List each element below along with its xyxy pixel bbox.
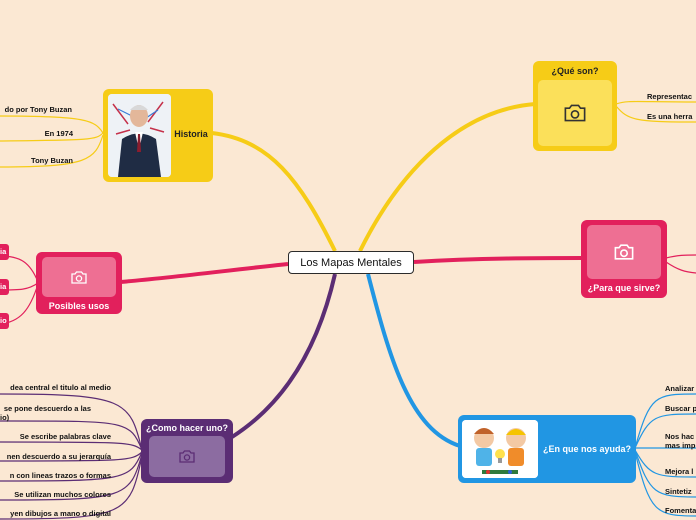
ayuda-leaf-7[interactable]: Fomenta xyxy=(665,506,696,515)
como-leaf-1[interactable]: dea central el titulo al medio xyxy=(10,383,111,392)
link-posibles xyxy=(119,262,289,284)
ayuda-leaf-1[interactable]: Analizar xyxy=(665,384,695,393)
posibles-leaf-3[interactable]: io xyxy=(0,313,9,329)
como-hacer-node[interactable]: ¿Como hacer uno? xyxy=(141,419,233,483)
historia-leaf-2[interactable]: En 1974 xyxy=(44,129,73,138)
como-leaf-5[interactable]: nen descuerdo a su jerarquía xyxy=(6,452,111,461)
central-topic-label: Los Mapas Mentales xyxy=(300,256,402,269)
historia-leaf-3[interactable]: Tony Buzan xyxy=(31,156,73,165)
camera-icon[interactable] xyxy=(587,225,661,279)
camera-icon[interactable] xyxy=(538,80,612,146)
posibles-leaf-1[interactable]: ia xyxy=(0,244,9,260)
posibles-usos-node[interactable]: Posibles usos xyxy=(36,252,122,314)
que-son-leaf-1[interactable]: Representac xyxy=(647,92,693,101)
como-leaf-3[interactable]: io) xyxy=(0,413,10,422)
en-que-nos-ayuda-node[interactable]: ¿En que nos ayuda? xyxy=(458,415,636,483)
historia-node[interactable]: Historia xyxy=(103,89,213,182)
en-que-nos-ayuda-label: ¿En que nos ayuda? xyxy=(542,444,631,454)
posibles-leaf-2[interactable]: ia xyxy=(0,279,9,295)
que-son-node[interactable]: ¿Qué son? xyxy=(533,61,617,151)
ayuda-leaf-3[interactable]: Nos hac xyxy=(665,432,695,441)
ayuda-leaf-5[interactable]: Mejora l xyxy=(665,467,694,476)
como-leaf-2[interactable]: se pone descuerdo a las xyxy=(3,404,91,413)
como-leaf-6[interactable]: n con lineas trazos o formas xyxy=(9,471,111,480)
historia-label: Historia xyxy=(174,129,208,139)
que-son-label: ¿Qué son? xyxy=(551,66,599,76)
tony-buzan-photo xyxy=(108,94,171,177)
camera-icon[interactable] xyxy=(149,436,225,477)
link-ayuda xyxy=(366,273,461,448)
link-para-que xyxy=(413,256,583,264)
para-que-sirve-label: ¿Para que sirve? xyxy=(587,283,661,293)
central-topic[interactable]: Los Mapas Mentales xyxy=(288,251,414,274)
como-leaf-4[interactable]: Se escribe palabras clave xyxy=(19,432,111,441)
para-que-sirve-node[interactable]: ¿Para que sirve? xyxy=(581,220,667,298)
que-son-leaf-2[interactable]: Es una herra xyxy=(647,112,693,121)
kids-illustration xyxy=(462,420,538,478)
link-como xyxy=(230,273,337,439)
como-hacer-label: ¿Como hacer uno? xyxy=(145,423,228,433)
ayuda-leaf-6[interactable]: Sintetiz xyxy=(665,487,692,496)
como-leaf-7[interactable]: Se utilizan muchos colores xyxy=(14,490,111,499)
ayuda-leaf-2[interactable]: Buscar p xyxy=(665,404,696,413)
como-leaf-8[interactable]: yen dibujos a mano o digital xyxy=(10,509,111,518)
historia-leaf-1[interactable]: do por Tony Buzan xyxy=(4,105,72,114)
link-que-son xyxy=(358,102,536,252)
camera-icon[interactable] xyxy=(42,257,116,297)
link-historia xyxy=(211,131,337,252)
posibles-usos-label: Posibles usos xyxy=(48,301,110,311)
ayuda-leaf-4[interactable]: mas imp xyxy=(665,441,696,450)
